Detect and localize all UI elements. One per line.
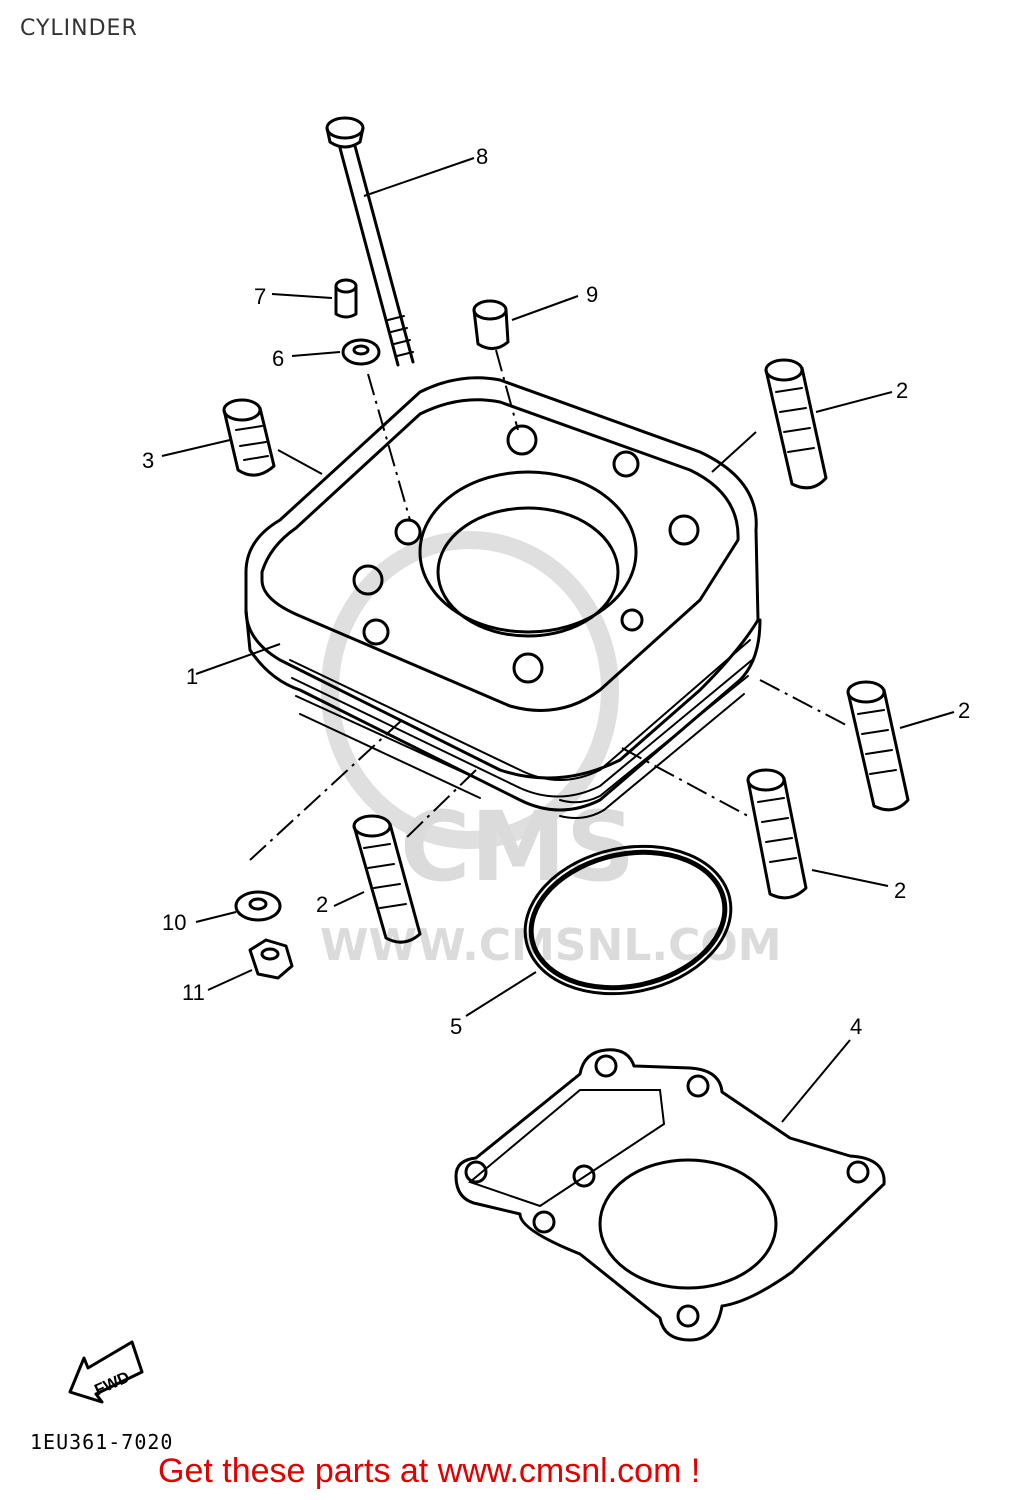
callout-6: 6 xyxy=(272,346,284,371)
part-11-nut xyxy=(248,938,294,980)
part-8-bolt xyxy=(325,116,415,367)
callout-10: 10 xyxy=(162,910,186,935)
page-title: CYLINDER xyxy=(20,16,138,41)
watermark-logo xyxy=(321,531,619,849)
callout-4: 4 xyxy=(850,1014,862,1039)
part-10-washer xyxy=(234,890,282,922)
callout-numbers: 1 2 2 2 2 3 4 5 6 7 8 9 10 11 xyxy=(142,144,970,1039)
part-9-dowel-pin xyxy=(472,299,510,350)
callout-7: 7 xyxy=(254,284,266,309)
part-2-sleeve-bottom-right xyxy=(746,768,808,900)
callout-2-bottom-left: 2 xyxy=(316,892,328,917)
part-4-gasket xyxy=(454,1048,886,1342)
part-2-sleeve-bottom-left xyxy=(352,814,422,944)
callout-9: 9 xyxy=(586,282,598,307)
callout-11: 11 xyxy=(182,980,205,1005)
callout-2-right: 2 xyxy=(958,698,970,723)
callout-2-top-right: 2 xyxy=(896,378,908,403)
part-6-washer xyxy=(341,338,381,366)
cta-link[interactable]: Get these parts at www.cmsnl.com ! xyxy=(158,1452,701,1490)
callout-2-bottom-right: 2 xyxy=(894,878,906,903)
callout-1: 1 xyxy=(186,664,198,689)
watermark-url: WWW.CMSNL.COM xyxy=(320,920,782,971)
part-1-cylinder-block xyxy=(244,376,762,819)
watermark-brand: CMS xyxy=(400,791,635,903)
part-5-o-ring xyxy=(523,844,733,996)
watermark: CMS WWW.CMSNL.COM xyxy=(320,531,782,971)
part-3-sleeve xyxy=(222,398,276,477)
fwd-label: FWD xyxy=(92,1369,132,1399)
part-2-sleeve-right xyxy=(846,680,910,812)
callout-5: 5 xyxy=(450,1014,462,1039)
callout-8: 8 xyxy=(476,144,488,169)
fwd-arrow-icon: FWD xyxy=(68,1340,144,1404)
part-2-sleeve-top-right xyxy=(764,358,828,490)
diagram-code: 1EU361-7020 xyxy=(30,1430,174,1454)
leader-lines xyxy=(161,157,955,1123)
part-7-dowel xyxy=(334,278,358,319)
callout-3: 3 xyxy=(142,448,154,473)
